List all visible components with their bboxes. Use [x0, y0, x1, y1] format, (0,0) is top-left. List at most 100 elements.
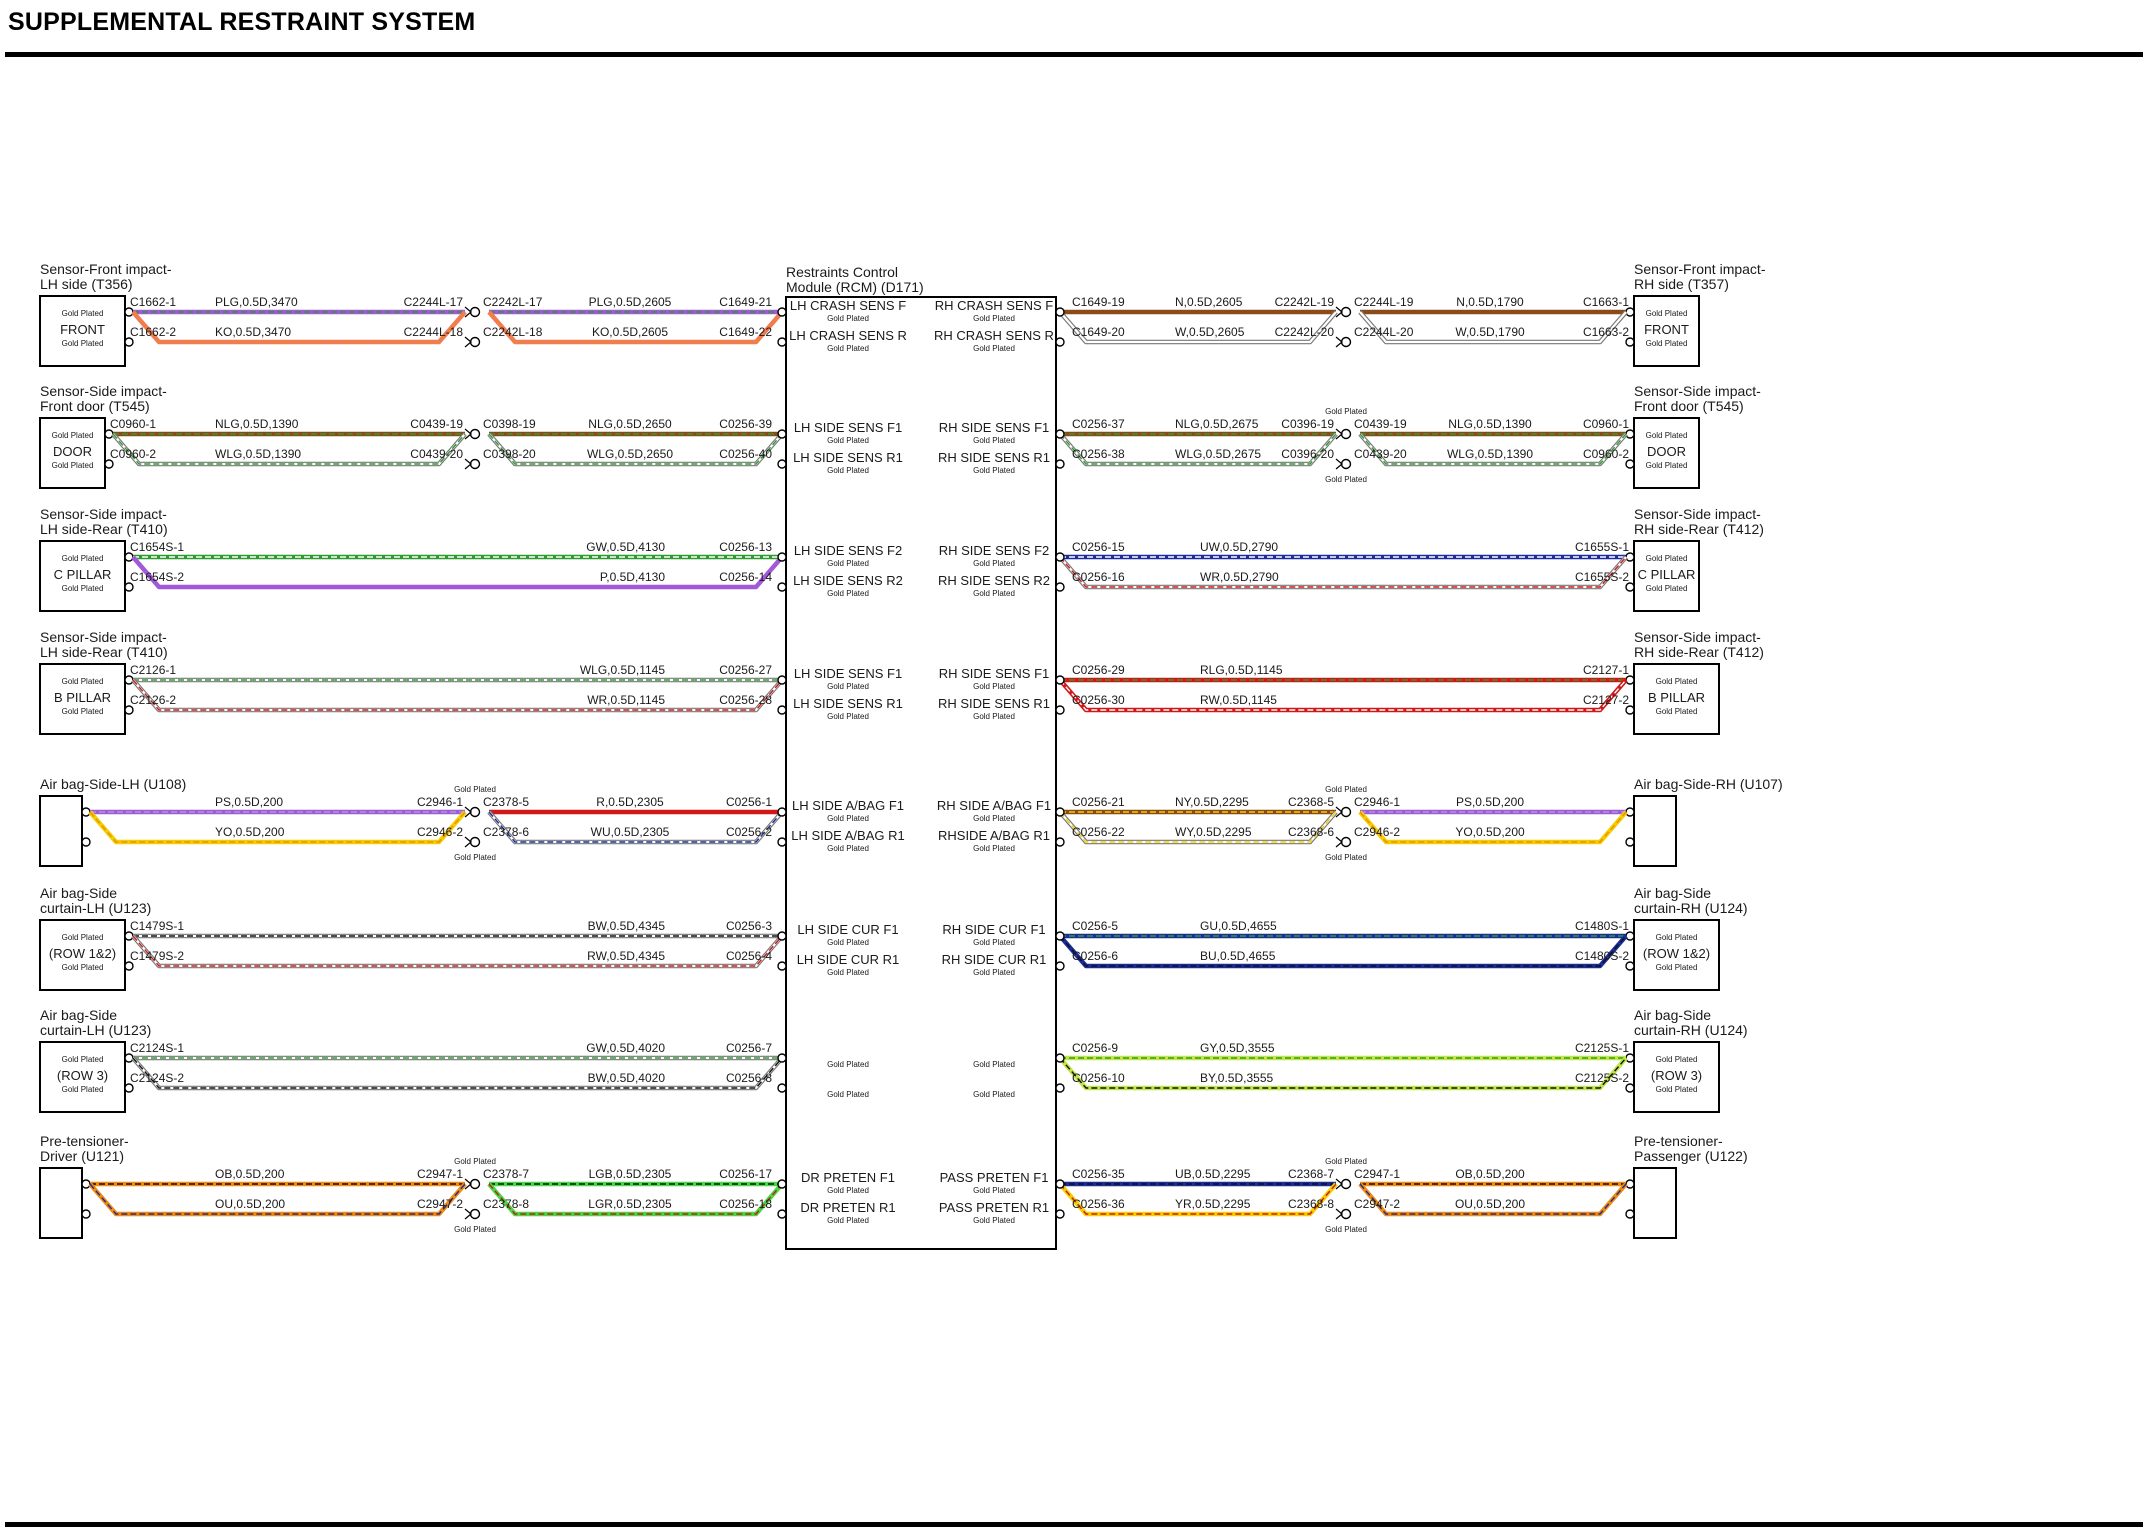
wire-label: R,0.5D,2305 — [596, 795, 664, 809]
component-connector-label: C2127-2 — [1583, 693, 1629, 707]
wire-bot-stripe — [1059, 556, 1627, 588]
rcm-pin-label: C0256-28 — [719, 693, 772, 707]
rcm-pin — [1055, 1209, 1065, 1219]
rcm-pin-label: C0256-8 — [726, 1071, 772, 1085]
rcm-terminal-label: LH CRASH SENS F — [790, 298, 906, 313]
wire-bot-a-stripe — [1059, 1183, 1337, 1215]
component-pin — [1625, 1083, 1635, 1093]
component-connector-label: C0960-2 — [110, 447, 156, 461]
component-box-label: DOOR — [1647, 444, 1686, 459]
rcm-pin — [777, 931, 787, 941]
gold-plated-label: Gold Plated — [62, 1085, 104, 1094]
wire-label: WR,0.5D,2790 — [1200, 570, 1279, 584]
component-pin — [1625, 1209, 1635, 1219]
circuit-rows: Sensor-Front impact-LH side (T356)Gold P… — [39, 261, 1783, 1239]
rcm-pin-label: C0256-7 — [726, 1041, 772, 1055]
wire-bot-a-stripe — [1059, 433, 1337, 465]
gold-plated-label: Gold Plated — [62, 707, 104, 716]
inline-connector-chevron — [464, 1208, 472, 1220]
wire-label: WLG,0.5D,1390 — [1447, 447, 1533, 461]
component-title: curtain-RH (U124) — [1634, 900, 1748, 916]
gold-plated-label: Gold Plated — [1646, 584, 1688, 593]
rcm-terminal-label: LH SIDE SENS R2 — [793, 573, 903, 588]
component-connector-label: C0960-1 — [110, 417, 156, 431]
component-title: Air bag-Side-LH (U108) — [40, 776, 186, 792]
rcm-terminal-label: RHSIDE A/BAG R1 — [938, 828, 1050, 843]
gold-plated-label: Gold Plated — [62, 677, 104, 686]
component-pin — [1625, 675, 1635, 685]
inline-connector-label: C0398-20 — [483, 447, 536, 461]
wire-label: W,0.5D,1790 — [1455, 325, 1525, 339]
wire-label: WLG,0.5D,2675 — [1175, 447, 1261, 461]
component-connector-label: C0960-1 — [1583, 417, 1629, 431]
rcm-pin — [777, 307, 787, 317]
wire-bot-fill — [132, 679, 783, 712]
component-title: Sensor-Side impact- — [40, 383, 167, 399]
wire-bot-b-stripe — [488, 311, 783, 343]
wire-bot-b-stripe — [488, 433, 783, 465]
inline-connector-label: C2368-7 — [1288, 1167, 1334, 1181]
component-connector-label: C1662-1 — [130, 295, 176, 309]
inline-connector-label: C2368-6 — [1288, 825, 1334, 839]
gold-plated-label: Gold Plated — [454, 785, 496, 794]
wire-label: PLG,0.5D,3470 — [215, 295, 298, 309]
component-title: Driver (U121) — [40, 1148, 124, 1164]
inline-connector-label: C0396-19 — [1281, 417, 1334, 431]
inline-connector-label: C2947-1 — [1354, 1167, 1400, 1181]
wire-bot-fill — [132, 935, 783, 968]
component-title: Air bag-Side — [1634, 1007, 1711, 1023]
gold-plated-label: Gold Plated — [827, 344, 869, 353]
gold-plated-label: Gold Plated — [1646, 309, 1688, 318]
rcm-pin-label: C1649-20 — [1072, 325, 1125, 339]
component-connector-label: C1655S-2 — [1575, 570, 1629, 584]
component-title: Air bag-Side — [40, 1007, 117, 1023]
wire-bot-core — [1058, 678, 1628, 713]
component-pin — [81, 1209, 91, 1219]
component-connector-label: C2125S-1 — [1575, 1041, 1629, 1055]
inline-connector-label: C2242L-18 — [483, 325, 543, 339]
rcm-pin — [777, 552, 787, 562]
component-box — [39, 295, 126, 367]
rcm-terminal-label: RH SIDE SENS R1 — [938, 450, 1050, 465]
component-connector-label: C1663-2 — [1583, 325, 1629, 339]
gold-plated-label: Gold Plated — [52, 461, 94, 470]
wire-bot-b-stripe — [1359, 811, 1627, 843]
wire-label: WY,0.5D,2295 — [1175, 825, 1252, 839]
component-connector-label: C2126-2 — [130, 693, 176, 707]
inline-connector-label: C2946-2 — [1354, 825, 1400, 839]
component-pin — [1625, 307, 1635, 317]
gold-plated-label: Gold Plated — [1325, 475, 1367, 484]
gold-plated-label: Gold Plated — [827, 314, 869, 323]
left-component-2: Sensor-Side impact-Front door (T545)Gold… — [39, 383, 903, 489]
wire-label: GU,0.5D,4655 — [1200, 919, 1277, 933]
wire-label: PS,0.5D,200 — [215, 795, 283, 809]
gold-plated-label: Gold Plated — [973, 844, 1015, 853]
wire-label: WLG,0.5D,1390 — [215, 447, 301, 461]
rcm-pin — [777, 705, 787, 715]
wire-label: LGR,0.5D,2305 — [588, 1197, 672, 1211]
inline-connector-label: C2242L-20 — [1275, 325, 1335, 339]
inline-connector-label: C2368-5 — [1288, 795, 1334, 809]
component-connector-label: C1662-2 — [130, 325, 176, 339]
gold-plated-label: Gold Plated — [1325, 785, 1367, 794]
inline-connector-label: C2242L-17 — [483, 295, 543, 309]
rcm-pin-label: C0256-1 — [726, 795, 772, 809]
rcm-pin-label: C0256-40 — [719, 447, 772, 461]
gold-plated-label: Gold Plated — [62, 933, 104, 942]
gold-plated-label: Gold Plated — [1656, 933, 1698, 942]
rcm-terminal-label: LH SIDE SENS R1 — [793, 450, 903, 465]
rcm-pin-label: C0256-3 — [726, 919, 772, 933]
wire-bot-stripe — [1059, 1057, 1627, 1089]
component-box — [39, 417, 106, 489]
gold-plated-label: Gold Plated — [454, 853, 496, 862]
component-box — [1633, 540, 1700, 612]
wire-label: NY,0.5D,2295 — [1175, 795, 1249, 809]
wire-bot-stripe — [132, 679, 783, 711]
inline-connector-label: C2244L-18 — [404, 325, 464, 339]
wire-label: PLG,0.5D,2605 — [589, 295, 672, 309]
wire-label: LGB,0.5D,2305 — [589, 1167, 672, 1181]
wire-label: KO,0.5D,3470 — [215, 325, 291, 339]
